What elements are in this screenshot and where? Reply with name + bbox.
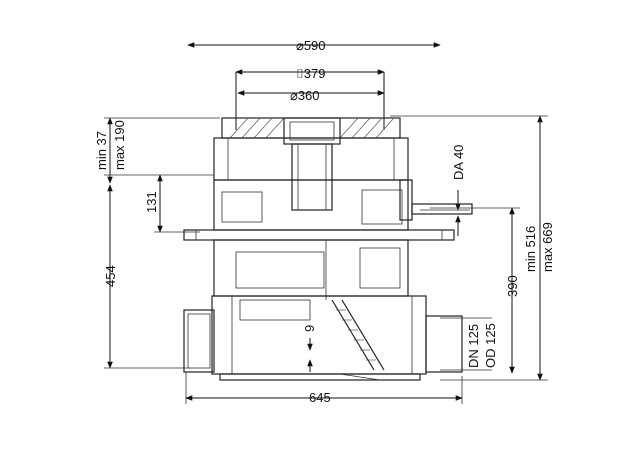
label-d360: ⌀360	[290, 88, 320, 103]
label-od125: OD 125	[483, 323, 498, 368]
label-d590: ⌀590	[296, 38, 326, 53]
dim-min37-max190: min 37 max 190	[94, 117, 220, 184]
label-max190: max 190	[112, 120, 127, 170]
dim-379: ⌷379	[235, 66, 385, 130]
label-390: 390	[505, 275, 520, 297]
label-131: 131	[144, 191, 159, 213]
label-min37: min 37	[94, 131, 109, 170]
dim-dn-od-125: DN 125 OD 125	[440, 317, 498, 371]
dim-645: 645	[185, 372, 463, 405]
grate-hatching	[229, 117, 395, 139]
label-min516: min 516	[523, 226, 538, 272]
label-645: 645	[309, 390, 331, 405]
label-dn125: DN 125	[466, 324, 481, 368]
dim-454: 454	[103, 184, 190, 369]
label-s379: ⌷379	[296, 66, 326, 81]
dim-360: ⌀360	[237, 88, 385, 103]
label-454: 454	[103, 265, 118, 287]
dim-131: 131	[144, 174, 200, 233]
dim-590: ⌀590	[187, 38, 441, 53]
drain-body	[183, 117, 473, 381]
dim-390: 390	[430, 207, 520, 374]
dim-da40: DA 40	[420, 145, 470, 236]
dim-9: 9	[302, 325, 317, 372]
dim-min516-max669: min 516 max 669	[390, 115, 555, 381]
label-da40: DA 40	[451, 145, 466, 180]
label-max669: max 669	[540, 222, 555, 272]
label-9: 9	[302, 325, 317, 332]
sloped-flap	[331, 299, 385, 371]
